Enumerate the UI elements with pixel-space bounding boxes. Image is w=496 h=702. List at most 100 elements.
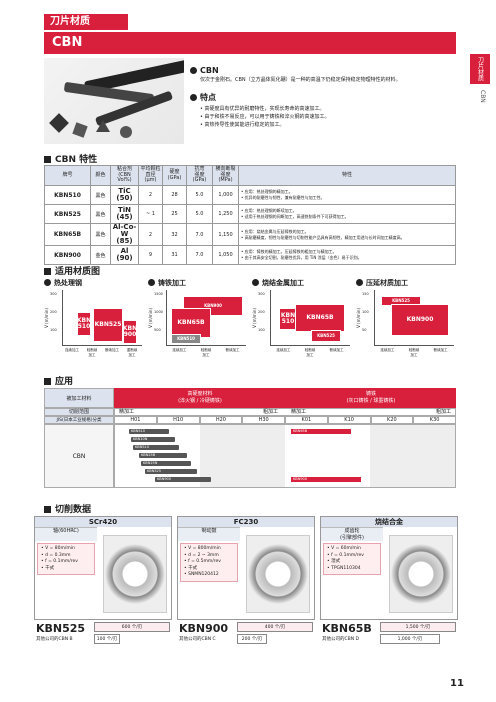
spec-strength: 7.0 xyxy=(186,245,213,265)
case-body: 轴(60HRC) • V = 80m/min• d = 0.3mm• f = 0.… xyxy=(35,527,171,621)
intro-block: CBN 仅次于金刚石。CBN（立方晶体氮化硼）是一种的高温下仍稳定保持稳定物理特… xyxy=(190,66,455,129)
side-tab-sub: CBN xyxy=(479,90,486,103)
range-rough-2: 粗加工 xyxy=(435,409,451,415)
workpiece-drawing xyxy=(389,535,453,613)
chart-title: 热处理钢 xyxy=(44,278,82,288)
spec-header: 横向断裂 强度 (MPa) xyxy=(212,165,239,186)
grade-range-bar: KBN900 xyxy=(291,477,361,482)
side-tab[interactable]: 刀片材质 xyxy=(470,54,490,84)
jis-cell: H30 xyxy=(242,416,285,424)
spec-trs: 1,250 xyxy=(212,204,239,224)
spec-table: 牌号颜色粘合剂 (CBN Vol%)平均颗粒 直径 (μm)硬度 (GPa)抗弯… xyxy=(44,165,456,265)
spec-header: 特性 xyxy=(238,165,456,186)
condition-item: • V = 60m/min xyxy=(327,546,361,551)
chart-ytick: 300 xyxy=(50,292,57,296)
chart-box: KBN65B xyxy=(295,304,345,332)
condition-item: • 干式 xyxy=(41,565,55,571)
spec-color: 金色 xyxy=(90,245,111,265)
spec-strength: 7.0 xyxy=(186,223,213,246)
case-conditions: • V = 60m/min• f = 0.1mm/rev• 湿式• TPGN11… xyxy=(323,543,381,575)
chart-title-text: 烧结金属加工 xyxy=(262,279,304,287)
spec-grain: 2 xyxy=(138,185,163,205)
grade-range-bar: KBN510 xyxy=(133,445,179,450)
case-material: FC230 xyxy=(178,517,314,527)
chart-xlabel: 轻断续 加工 xyxy=(200,348,212,357)
spec-feature: • 应用：烧结金属与压延铸铁的加工。 • 高耐磨精度，韧性与耐磨性与切削性能产品… xyxy=(238,223,456,246)
case-left: 成齿轮 (引擎部件)• V = 60m/min• f = 0.1mm/rev• … xyxy=(321,527,383,577)
app-section-title: 应用 xyxy=(44,374,73,387)
grade-range-bar: KBN65B xyxy=(291,429,351,434)
case-workpiece: 轴(60HRC) xyxy=(35,527,97,541)
condition-item: • f = 0.1mm/rev xyxy=(327,552,364,558)
grade-range-bar: KBN525 xyxy=(145,469,197,474)
spec-grain: ~ 1 xyxy=(138,204,163,224)
case-conditions: • V = 80m/min• d = 0.3mm• f = 0.1mm/rev•… xyxy=(37,543,95,575)
spec-binder: Al-Co-W (85) xyxy=(110,223,139,246)
chart-title: 压延材质加工 xyxy=(356,278,408,288)
chart-ylabel: V (m/min) xyxy=(356,308,361,328)
row-label-jis: JIS(日本工业规格)分类 xyxy=(44,416,114,424)
case-body: 成齿轮 (引擎部件)• V = 60m/min• f = 0.1mm/rev• … xyxy=(321,527,457,621)
spec-header: 牌号 xyxy=(44,165,91,186)
range-finish-2: 精加工 xyxy=(291,409,307,415)
spec-color: 黑色 xyxy=(90,185,111,205)
jis-cell: K20 xyxy=(370,416,414,424)
case-material: SCr420 xyxy=(35,517,171,527)
spec-grain: 2 xyxy=(138,223,163,246)
chart-xlabel: 断续加工 xyxy=(433,348,448,352)
charts-section-title: 适用材质图 xyxy=(44,264,100,277)
spec-grade: KBN525 xyxy=(44,204,91,224)
chart-xlabel: 连续加工 xyxy=(276,348,291,352)
condition-item: • V = 800m/min xyxy=(184,546,221,551)
spec-binder: TiC (50) xyxy=(110,185,139,205)
compare-life: 100 个/刃 xyxy=(94,634,120,644)
bullet-icon xyxy=(44,279,51,286)
grade-range-bar: KBN510 xyxy=(129,429,169,434)
chart-title-text: 热处理钢 xyxy=(54,279,82,287)
intro-cbn-title: CBN xyxy=(190,66,455,75)
chart-ytick: 100 xyxy=(362,310,369,314)
row-label-range: 切削范围 xyxy=(44,408,114,416)
result-life: 400 个/刃 xyxy=(237,622,313,632)
chart-xlabel: 连续加工 xyxy=(65,348,79,352)
spec-header: 颜色 xyxy=(90,165,111,186)
spec-header: 抗弯 强度 (GPa) xyxy=(186,165,213,186)
condition-item: • SNMN120412 xyxy=(184,572,219,577)
page-title: CBN xyxy=(44,32,456,54)
case-workpiece: 制动鼓 xyxy=(178,527,240,541)
page-number: 11 xyxy=(450,678,464,689)
spec-strength: 5.0 xyxy=(186,185,213,205)
range-row: 精加工 粗加工 精加工 粗加工 xyxy=(114,408,456,416)
chart-box: KBN525 xyxy=(311,330,341,342)
chart-title-text: 压延材质加工 xyxy=(366,279,408,287)
bullet-icon xyxy=(356,279,363,286)
jis-cell: H10 xyxy=(156,416,200,424)
condition-item: • f = 0.5mm/rev xyxy=(184,559,221,564)
chart-xlabel: 重断续 加工 xyxy=(126,348,138,357)
jis-cell: K01 xyxy=(285,416,328,424)
compare-label: 其他公司的CBN C xyxy=(179,637,216,642)
bullet-icon xyxy=(148,279,155,286)
side-tab-label: 刀片材质 xyxy=(476,57,484,81)
compare-life: 200 个/刃 xyxy=(237,634,267,644)
workpiece-drawing xyxy=(246,535,310,613)
condition-item: • TPGN110304 xyxy=(327,565,361,571)
range-rough: 粗加工 xyxy=(263,409,279,415)
compare-label: 其他公司的CBN B xyxy=(36,637,73,642)
section-tag: 刀片材质 xyxy=(44,14,128,30)
chart-ytick: 1000 xyxy=(154,310,163,314)
group-cast-iron: 铸铁 (灰口铸铁 / 球墨铸铁) xyxy=(286,388,456,408)
condition-item: • d = 2 ~ 3mm xyxy=(184,552,219,558)
